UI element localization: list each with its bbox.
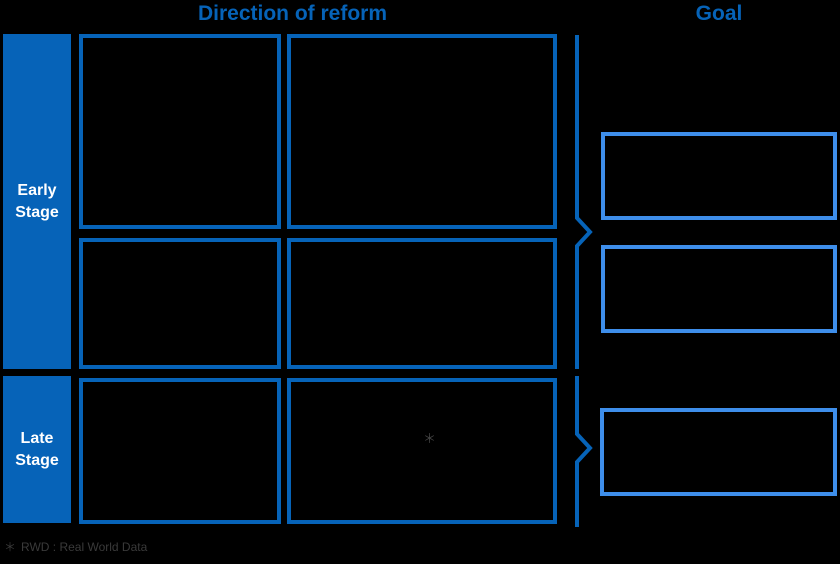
- direction-of-reform-title: Direction of reform: [197, 2, 388, 25]
- goal-box-1: [601, 132, 837, 220]
- brace-late-stage-icon: [575, 376, 593, 527]
- rwd-footnote-marker: ＊: [423, 431, 437, 446]
- reform-box-late-col1: [79, 378, 281, 524]
- reform-box-early-col1-top: [79, 34, 281, 229]
- goal-box-2: [601, 245, 837, 333]
- footnote-asterisk-icon: ＊: [4, 540, 17, 554]
- reform-box-early-col1-bottom: [79, 238, 281, 369]
- reform-box-early-col2-bottom: [287, 238, 557, 369]
- reform-box-early-col2-top: [287, 34, 557, 229]
- footnote: ＊ RWD : Real World Data: [4, 540, 147, 554]
- reform-box-late-col2: ＊: [287, 378, 557, 524]
- goal-title: Goal: [695, 2, 743, 25]
- footnote-text: RWD : Real World Data: [21, 540, 148, 554]
- stage-label-early: Early Stage: [3, 34, 71, 369]
- brace-early-stage-icon: [575, 35, 593, 369]
- goal-box-3: [600, 408, 837, 496]
- stage-label-late: Late Stage: [3, 376, 71, 523]
